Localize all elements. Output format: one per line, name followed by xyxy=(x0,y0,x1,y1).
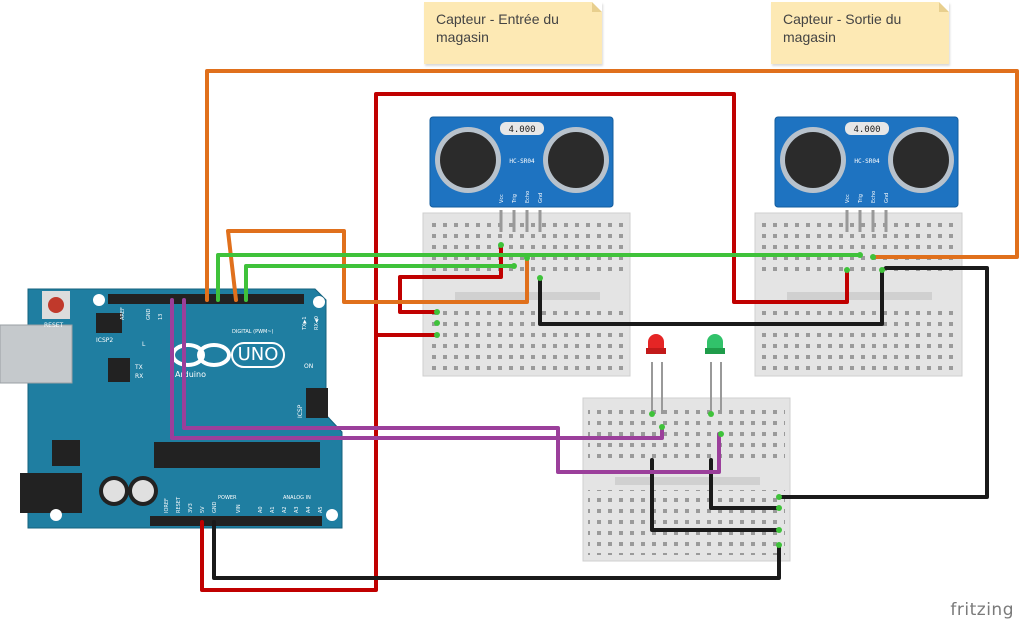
on-label: ON xyxy=(304,363,313,370)
note-entry-text: Capteur - Entrée du magasin xyxy=(436,11,559,45)
pin-label-echo: Echo xyxy=(525,191,531,203)
a3-label: A3 xyxy=(294,506,300,513)
tx-label: TX xyxy=(134,364,143,371)
wire-orange-long xyxy=(205,69,1019,302)
wire-red-power xyxy=(200,333,439,592)
fritzing-watermark: fritzing xyxy=(950,600,1014,620)
icsp2-label: ICSP2 xyxy=(96,337,113,344)
sensor-model-entry: HC-SR04 xyxy=(509,158,535,165)
a2-label: A2 xyxy=(282,506,288,513)
digital-label: DIGITAL (PWM~) xyxy=(232,329,274,335)
wire-black-gnd xyxy=(212,520,781,580)
led-red xyxy=(646,334,666,414)
ultrasonic-sensor-entry xyxy=(429,116,614,232)
board-brand: Arduino xyxy=(175,370,206,379)
analog-label: ANALOG IN xyxy=(283,495,311,501)
led-green xyxy=(705,334,725,414)
ioref-label: IOREF xyxy=(164,498,170,513)
wire-red-top xyxy=(374,92,849,337)
pin-label-vcc-2: Vcc xyxy=(845,194,851,203)
board-model: UNO xyxy=(238,344,279,365)
a1-label: A1 xyxy=(270,506,276,513)
note-exit-sensor: Capteur - Sortie du magasin xyxy=(771,2,949,64)
note-fold xyxy=(939,2,949,12)
wire-purple-green-led xyxy=(182,298,721,474)
power-label: POWER xyxy=(218,495,237,501)
pin-label-trig-2: Trig xyxy=(858,194,864,204)
v5-label: 5V xyxy=(200,506,206,513)
vin-label: VIN xyxy=(236,504,242,513)
note-fold xyxy=(592,2,602,12)
a5-label: A5 xyxy=(318,506,324,513)
wire-black-led2 xyxy=(709,458,781,510)
pin-label-gnd: Gnd xyxy=(538,193,544,203)
wire-black-led1 xyxy=(650,458,781,532)
a0-label: A0 xyxy=(258,506,264,513)
rx-label: RX xyxy=(135,373,143,380)
pin-label-echo-2: Echo xyxy=(871,191,877,203)
breadboard-2 xyxy=(754,212,963,377)
tx1-label: TX▶1 xyxy=(302,316,308,331)
breadboard-3 xyxy=(582,397,791,562)
pin-label-trig: Trig xyxy=(512,194,518,204)
reset-label: RESET xyxy=(44,322,64,329)
wire-green-long xyxy=(216,253,862,302)
wire-black-sensor2 xyxy=(777,266,989,499)
gnd-power-label: GND xyxy=(212,501,218,513)
reset-pin-label: RESET xyxy=(176,496,182,513)
pin-label-gnd-2: Gnd xyxy=(884,193,890,203)
ultrasonic-sensor-exit xyxy=(774,116,959,232)
note-entry-sensor: Capteur - Entrée du magasin xyxy=(424,2,602,64)
pin13-label: 13 xyxy=(158,314,164,320)
led-l-label: L xyxy=(142,341,146,348)
pin-label-vcc: Vcc xyxy=(499,194,505,203)
wire-purple-red-led xyxy=(170,298,664,440)
analog-pin-labels: A0 A1 A2 A3 A4 A5 xyxy=(258,506,324,513)
rx0-label: RX◀0 xyxy=(314,316,320,330)
sensor-display-entry: 4.000 xyxy=(508,125,535,135)
icsp-label: ICSP xyxy=(297,404,304,418)
v33-label: 3V3 xyxy=(188,503,194,513)
wire-black-sensor1 xyxy=(538,268,884,326)
wire-green-short xyxy=(244,264,516,302)
aref-label: AREF xyxy=(120,307,126,320)
a4-label: A4 xyxy=(306,506,312,513)
connection-points xyxy=(434,242,885,548)
sensor-model-exit: HC-SR04 xyxy=(854,158,880,165)
sensor-display-exit: 4.000 xyxy=(853,125,880,135)
note-exit-text: Capteur - Sortie du magasin xyxy=(783,11,902,45)
gnd-label: GND xyxy=(146,308,152,320)
